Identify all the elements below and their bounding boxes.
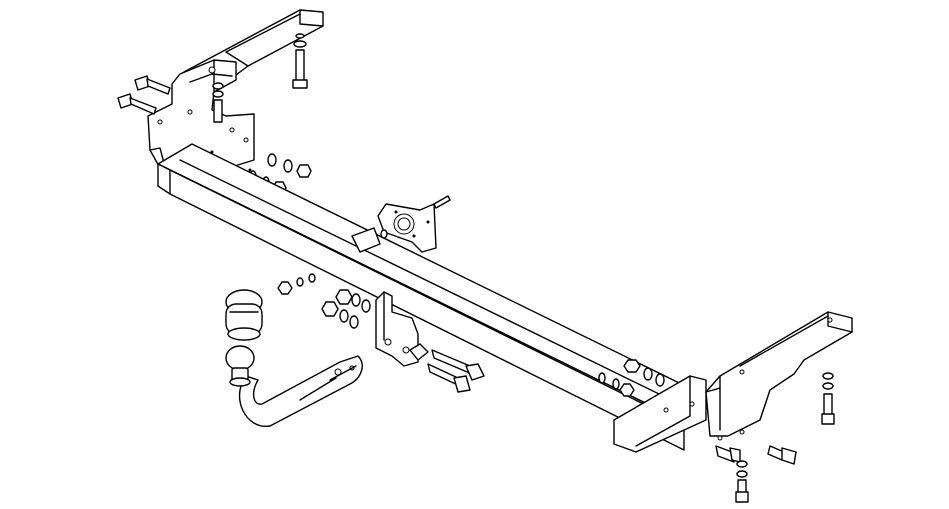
bolt-vertical-left [212, 82, 224, 123]
nuts-right [598, 359, 665, 397]
bolt-right-vertical-top [821, 372, 835, 425]
bolt-vertical-top [292, 33, 308, 89]
receiver [375, 291, 429, 367]
ball-mount [225, 289, 363, 427]
bolt-right-horizontal-1 [715, 445, 741, 463]
bolt-right-horizontal-2 [767, 445, 797, 465]
nuts-center [277, 273, 371, 329]
crossbar [157, 143, 719, 453]
bolt-right-vertical-bottom [735, 460, 749, 503]
bracket-right [705, 311, 853, 441]
bolt-left-top [134, 75, 171, 95]
bolt-left-bottom [117, 93, 157, 115]
socket-plate [351, 195, 451, 253]
nuts-left-upper [267, 153, 312, 178]
bolts-center [427, 349, 485, 393]
